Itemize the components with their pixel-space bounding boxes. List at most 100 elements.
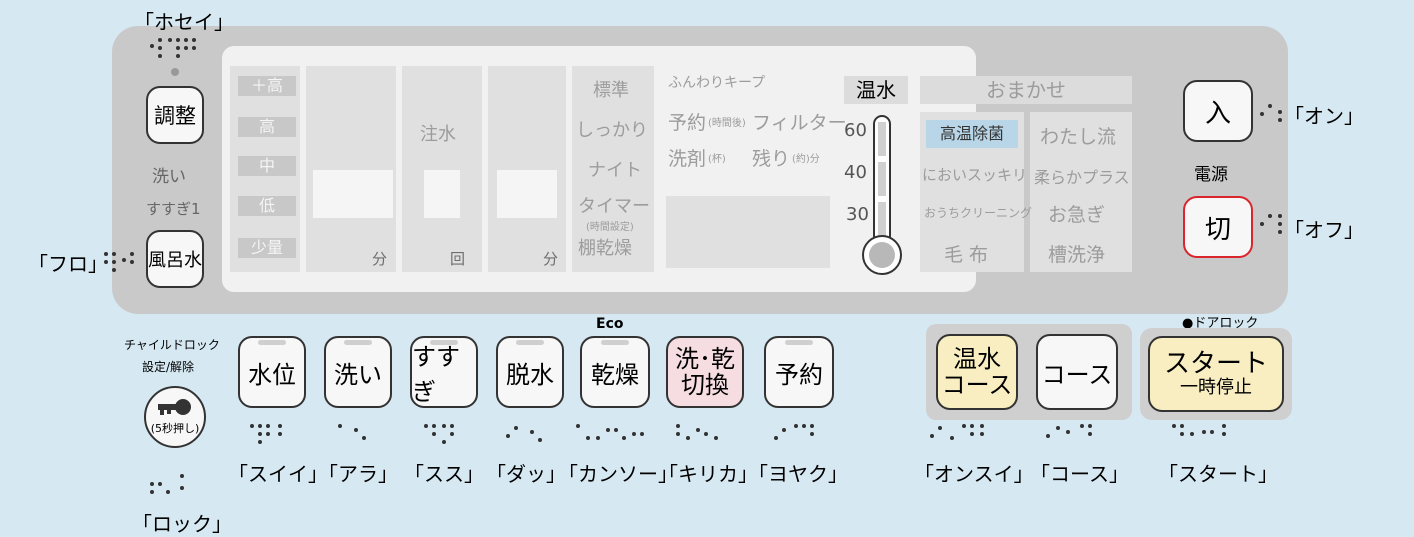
water-level-braille-label: 「スイイ」 [228,462,328,486]
mode-standard: 標準 [593,80,629,101]
wash-text: 洗い [152,167,186,187]
hot-water-braille-dots [930,424,1010,444]
hot-water-braille-label: 「オンスイ」 [914,462,1034,486]
level-small: 少量 [238,238,296,258]
reserve-braille-dots [774,424,834,444]
lock-braille-dots [150,474,190,494]
mode-night: ナイト [588,160,642,181]
eco-label: Eco [596,316,624,332]
rinse-braille-label: 「スス」 [404,462,484,486]
dry-braille-dots [576,424,656,444]
mode-column [572,66,654,272]
wash-time-column [306,66,396,272]
off-braille-dots [1260,212,1288,234]
mode-shelf-dry: 棚乾燥 [578,238,632,259]
filter-label: フィルター [752,112,847,134]
omakase-right-column [1030,112,1132,272]
water-level-button-label: 水位 [248,360,296,389]
reserve-label: 予約 [668,112,707,134]
detergent-sub: (杯) [708,154,726,165]
switch-braille-dots [676,424,736,444]
hot-water-course-button[interactable]: 温水コース [936,334,1018,410]
child-lock-label: チャイルドロック [124,338,220,352]
wash-dry-switch-button[interactable]: 洗･乾切換 [666,336,744,408]
course-braille-label: 「コース」 [1030,462,1129,486]
spin-time-column [488,66,566,272]
temp-60: 60 [844,120,867,141]
wash-button-label: 洗い [334,360,382,389]
key-icon [158,399,191,415]
option-high-temp-sterilize: 高温除菌 [926,120,1018,148]
indicator-lamp [171,68,179,76]
level-mid: 中 [238,156,296,176]
rinse-times-digit [424,170,460,218]
child-lock-key-button[interactable]: (5秒押し) [144,386,206,448]
option-odor-refresh: においスッキリ [922,166,1028,184]
level-plus-high: ＋高 [238,76,296,96]
mode-timer-sub: (時間設定) [586,222,634,233]
switch-braille-label: 「キリカ」 [658,462,758,486]
option-quick: お急ぎ [1048,204,1106,226]
rinse-braille-dots [424,424,464,444]
course-button[interactable]: コース [1036,334,1118,410]
status-digit-area [666,196,830,268]
temp-40: 40 [844,162,867,183]
spin-button[interactable]: 脱水 [496,336,564,408]
reserve-button[interactable]: 予約 [764,336,834,408]
start-braille-dots [1172,424,1252,444]
rinse-button[interactable]: すすぎ [410,336,478,408]
rinse-unit-times: 回 [450,250,466,268]
funwari-keep: ふんわりキープ [668,75,766,91]
option-soft-plus: 柔らかプラス [1034,168,1130,187]
start-pause-button[interactable]: スタート一時停止 [1148,336,1284,412]
dry-button-label: 乾燥 [591,360,639,389]
detergent-label: 洗剤 [668,148,707,170]
rinse-button-label: すすぎ [412,343,460,406]
remaining-sub: (約)分 [792,154,820,165]
power-on-button[interactable]: 入 [1183,80,1253,142]
hot-water-title: 温水 [844,76,908,104]
dry-button[interactable]: 乾燥 [580,336,650,408]
spin-braille-label: 「ダッ」 [486,462,566,486]
spin-braille-dots [506,424,556,444]
wash-unit-min: 分 [372,250,388,268]
child-lock-sub: 設定/解除 [142,360,195,374]
power-off-button[interactable]: 切 [1183,196,1253,258]
wash-time-digit [313,170,393,218]
course-button-label: コース [1041,360,1113,389]
reserve-button-label: 予約 [775,360,823,389]
wash-braille-label: 「アラ」 [318,462,398,486]
lock-braille-label: 「ロック」 [132,512,232,536]
hosei-braille-label: 「ホセイ」 [134,10,234,34]
mode-shikkari: しっかり [576,120,648,141]
hosei-braille-dots [150,38,200,68]
wash-dry-switch-label: 洗･乾 [675,344,735,373]
adjust-button[interactable]: 調整 [146,86,204,144]
water-inject-column [402,66,482,272]
hot-water-course-label2: コース [941,371,1013,399]
spin-button-label: 脱水 [506,360,554,389]
wash-braille-dots [338,424,378,444]
on-braille-label: 「オン」 [1284,104,1364,128]
furo-braille-label: 「フロ」 [28,252,108,276]
remaining-label: 残り [752,148,791,170]
spin-time-digit [497,170,557,218]
omakase-title: おまかせ [920,76,1132,104]
wash-dry-switch-label2: 切換 [681,371,729,399]
key-sub-text: (5秒押し) [150,422,200,435]
water-level-button[interactable]: 水位 [238,336,306,408]
on-braille-dots [1260,102,1288,122]
door-lock-label: ●ドアロック [1182,316,1259,331]
hot-water-course-label: 温水 [953,344,1001,373]
level-high: 高 [238,117,296,137]
wash-button[interactable]: 洗い [324,336,392,408]
reserve-sub: (時間後) [708,118,746,129]
bath-water-button[interactable]: 風呂水 [146,230,204,288]
water-inject-label: 注水 [420,124,456,145]
option-home-cleaning: おうちクリーニング [924,206,1033,220]
level-low: 低 [238,196,296,216]
rinse-text: すすぎ1 [146,200,201,218]
furo-braille-dots [104,252,144,274]
option-tub-clean: 槽洗浄 [1048,244,1106,266]
reserve-braille-label: 「ヨヤク」 [748,462,848,486]
